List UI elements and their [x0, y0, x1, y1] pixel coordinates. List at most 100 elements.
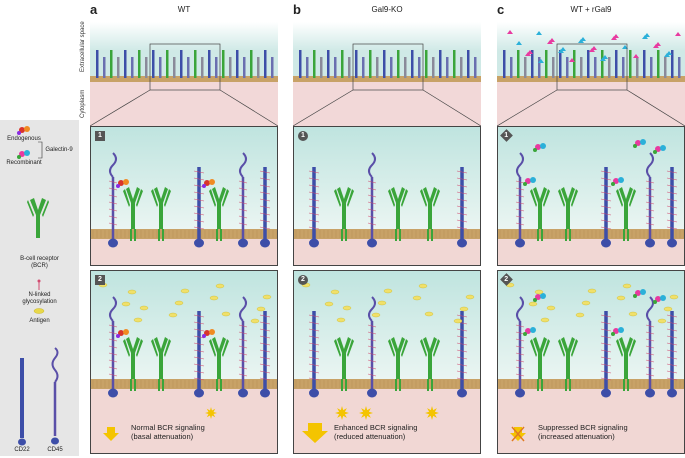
- bcr-receptor: [334, 337, 354, 391]
- step-number: 2: [504, 275, 509, 283]
- cd22-legend-icon: [18, 358, 26, 446]
- bcr-receptor: [151, 337, 171, 391]
- zoom-illustration: [91, 271, 277, 453]
- cd45-protein: [238, 296, 248, 398]
- antigen: [121, 301, 131, 307]
- signal-burst-icon: [359, 406, 373, 420]
- bcr-receptor: [123, 337, 143, 391]
- antigen: [459, 306, 469, 312]
- bcr-receptor: [151, 187, 171, 241]
- endogenous-galectin-icon: [202, 329, 215, 338]
- panel-letter: a: [90, 2, 98, 17]
- legend-cd22: CD22: [14, 447, 30, 453]
- antigen: [546, 305, 556, 311]
- cd22-protein: [308, 167, 320, 248]
- antigen: [418, 283, 428, 289]
- antigen: [575, 312, 585, 318]
- cd22-protein: [193, 167, 205, 248]
- legend-glyco-2: glycosylation: [22, 299, 57, 305]
- antigen: [371, 312, 381, 318]
- bcr-receptor: [530, 187, 550, 241]
- cd22-protein: [600, 311, 612, 398]
- membrane-overview: [293, 22, 481, 126]
- legend-bcr-2: (BCR): [31, 263, 48, 269]
- recombinant-galectin-icon: [633, 289, 646, 298]
- zoom-box-step-1: 1: [293, 126, 481, 266]
- bcr-receptor: [558, 337, 578, 391]
- recombinant-galectin-icon: [523, 327, 536, 336]
- cd45-protein: [645, 152, 655, 248]
- legend-recombinant: Recombinant: [6, 160, 42, 166]
- extracellular-label: Extracellular space: [80, 21, 86, 72]
- endogenous-galectin-icon: [202, 179, 215, 188]
- cd22-protein: [456, 311, 468, 398]
- antigen: [127, 289, 137, 295]
- bcr-receptor: [388, 187, 408, 241]
- recombinant-galectin-icon: [611, 177, 624, 186]
- membrane-overview: [497, 22, 685, 126]
- antigen: [528, 301, 538, 307]
- zoom-illustration: [498, 271, 684, 453]
- step-number: 1: [98, 132, 102, 139]
- antigen: [324, 301, 334, 307]
- antigen: [336, 317, 346, 323]
- signal-arrow-icon: [103, 427, 119, 441]
- signal-burst-icon: [425, 406, 439, 420]
- panel-title: Gal9-KO: [371, 5, 403, 14]
- antigen: [256, 306, 266, 312]
- antigen: [424, 311, 434, 317]
- recombinant-galectin-icon: [533, 293, 546, 302]
- antigen: [540, 317, 550, 323]
- antigen: [209, 295, 219, 301]
- bcr-receptor: [616, 337, 636, 391]
- membrane-overview: [90, 22, 278, 126]
- step-badge-2: 2: [298, 275, 308, 285]
- cd22-protein: [259, 311, 271, 398]
- endogenous-galectin-icon: [116, 329, 129, 338]
- cd22-protein: [666, 311, 678, 398]
- antigen: [174, 300, 184, 306]
- legend-cd45: CD45: [47, 447, 63, 453]
- bcr-receptor: [420, 187, 440, 241]
- zoom-illustration: [91, 127, 277, 265]
- bcr-receptor: [334, 187, 354, 241]
- antigen: [168, 312, 178, 318]
- signaling-caption-line1: Normal BCR signaling: [131, 423, 205, 432]
- antigen: [330, 289, 340, 295]
- bcr-receptor: [558, 187, 578, 241]
- antigen: [383, 288, 393, 294]
- antigen: [180, 288, 190, 294]
- legend-graphics: [17, 126, 59, 446]
- cd45-protein: [238, 152, 248, 248]
- recombinant-galectin-icon: [653, 295, 666, 304]
- bcr-receptor: [616, 187, 636, 241]
- zoom-illustration: [498, 127, 684, 265]
- antigen: [663, 306, 673, 312]
- recombinant-galectin-icon: [523, 177, 536, 186]
- cd45-protein: [515, 296, 525, 398]
- zoom-illustration: [294, 271, 480, 453]
- antigen: [587, 288, 597, 294]
- endogenous-galectin-icon: [17, 126, 30, 135]
- signal-burst-icon: [335, 406, 349, 420]
- step-badge-1: 1: [95, 131, 105, 141]
- cd22-protein: [600, 167, 612, 248]
- step-number: 2: [301, 276, 305, 283]
- cd45-legend-icon: [51, 347, 59, 445]
- panel-letter: c: [497, 2, 505, 17]
- cd22-protein: [193, 311, 205, 398]
- signaling-caption-line2: (reduced attenuation): [334, 432, 406, 441]
- legend-bcr-1: B-cell receptor: [20, 256, 59, 262]
- bcr-receptor: [530, 337, 550, 391]
- antigen: [657, 318, 667, 324]
- antigen: [139, 305, 149, 311]
- antigen: [342, 305, 352, 311]
- cd45-protein: [645, 296, 655, 398]
- cd45-protein: [108, 152, 118, 248]
- cd45-protein: [108, 296, 118, 398]
- step-badge-1: 1: [298, 131, 308, 141]
- antigen: [465, 294, 475, 300]
- cd22-protein: [259, 167, 271, 248]
